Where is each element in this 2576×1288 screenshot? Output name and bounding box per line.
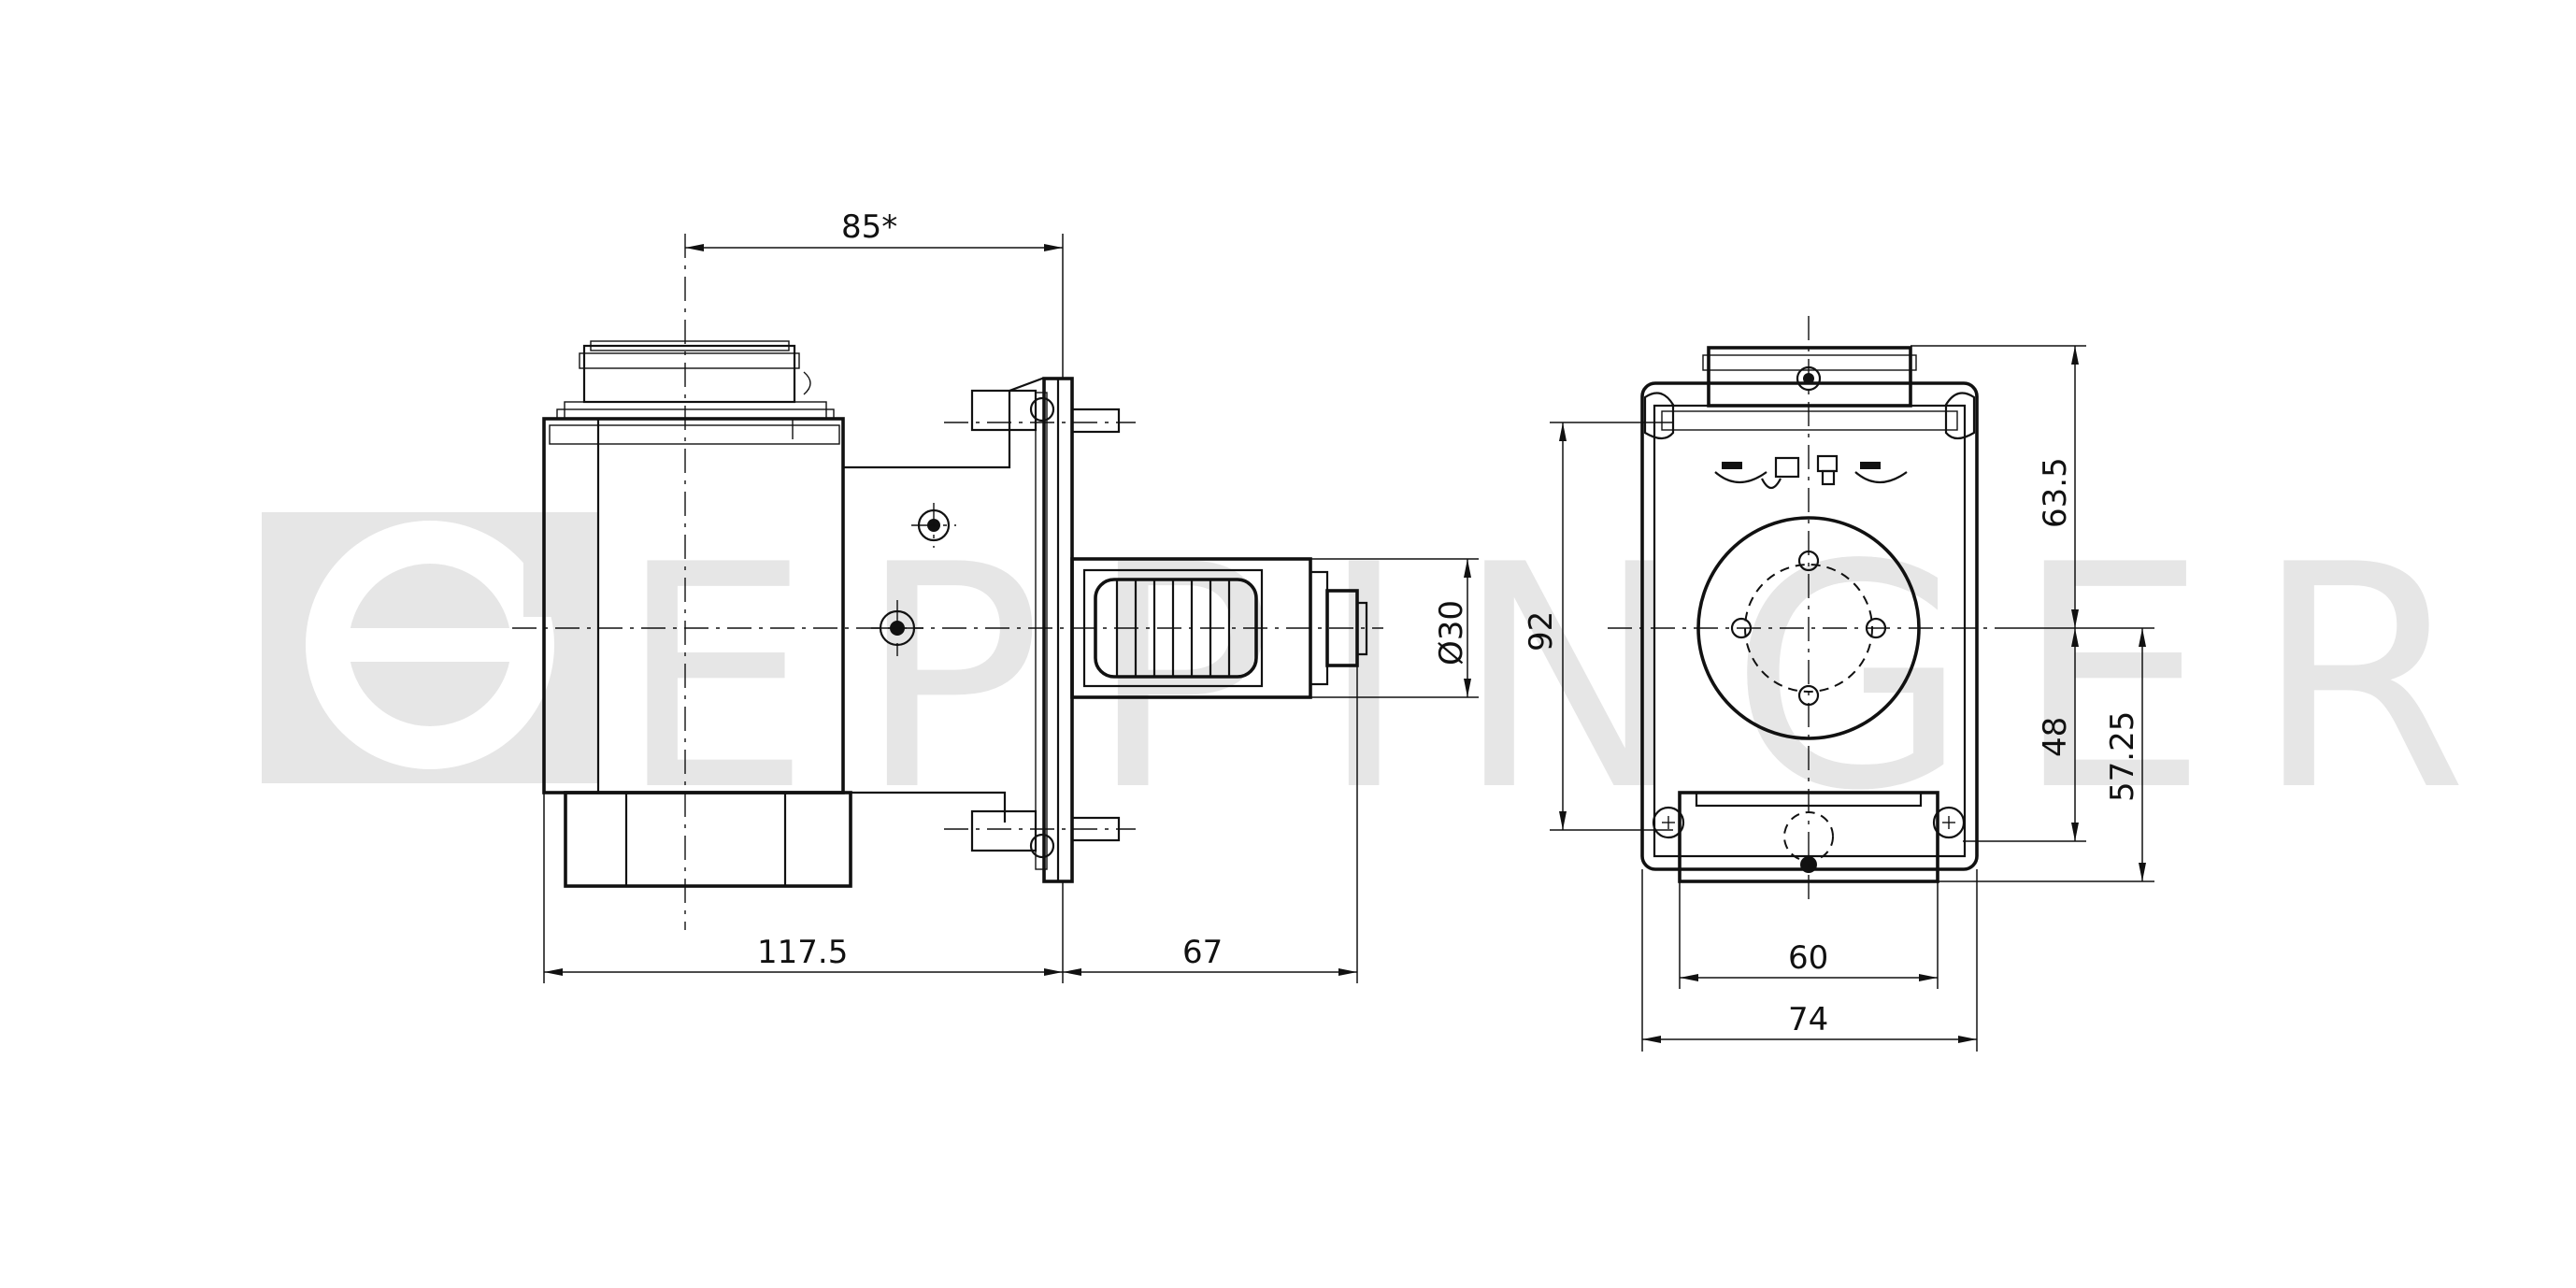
front-corner-lugs	[1643, 392, 1976, 839]
dim-body-height: 92	[1523, 422, 1673, 831]
dim-total-lower: 57.25	[2104, 628, 2146, 881]
dim-width-inner-label: 60	[1788, 939, 1828, 977]
dim-lower-height-label: 48	[2037, 717, 2074, 757]
dim-spindle-length-label: 67	[1182, 934, 1223, 971]
dim-width-inner: 60	[1680, 939, 1938, 981]
front-view: 92 63.5 48 57.25 60 74	[1523, 316, 2154, 1052]
dim-lower-height: 48	[2037, 628, 2079, 841]
dim-center-offset-label: 85*	[841, 208, 897, 246]
front-rotation-symbols	[1714, 454, 1908, 490]
side-pin-top	[970, 389, 1038, 432]
watermark-logo-mark	[306, 521, 598, 769]
dim-body-length-label: 117.5	[757, 934, 848, 971]
dim-body-length: 117.5	[544, 934, 1063, 976]
dim-width-outer: 74	[1642, 1001, 1977, 1043]
dim-spindle-length: 67	[1063, 934, 1357, 976]
side-pin-bottom	[970, 809, 1038, 852]
dim-shank-diameter-label: Ø30	[1433, 600, 1470, 665]
side-top-cap	[582, 344, 796, 404]
watermark-brand-text: EPPINGER	[617, 499, 2512, 858]
dim-shank-diameter: Ø30	[1310, 558, 1479, 698]
dim-upper-height: 63.5	[2037, 346, 2079, 628]
dim-total-lower-label: 57.25	[2104, 711, 2141, 802]
dim-upper-height-label: 63.5	[2037, 457, 2074, 528]
dim-width-outer-label: 74	[1788, 1001, 1828, 1038]
eppinger-watermark: EPPINGER	[262, 499, 2512, 858]
side-bottom-block	[564, 791, 852, 888]
side-spindle-tip	[1325, 589, 1359, 667]
side-view: 85* 117.5 67 Ø30	[512, 208, 1479, 983]
side-screw-upper	[911, 503, 956, 548]
dim-center-offset: 85*	[685, 208, 1064, 379]
dim-body-height-label: 92	[1523, 611, 1560, 651]
